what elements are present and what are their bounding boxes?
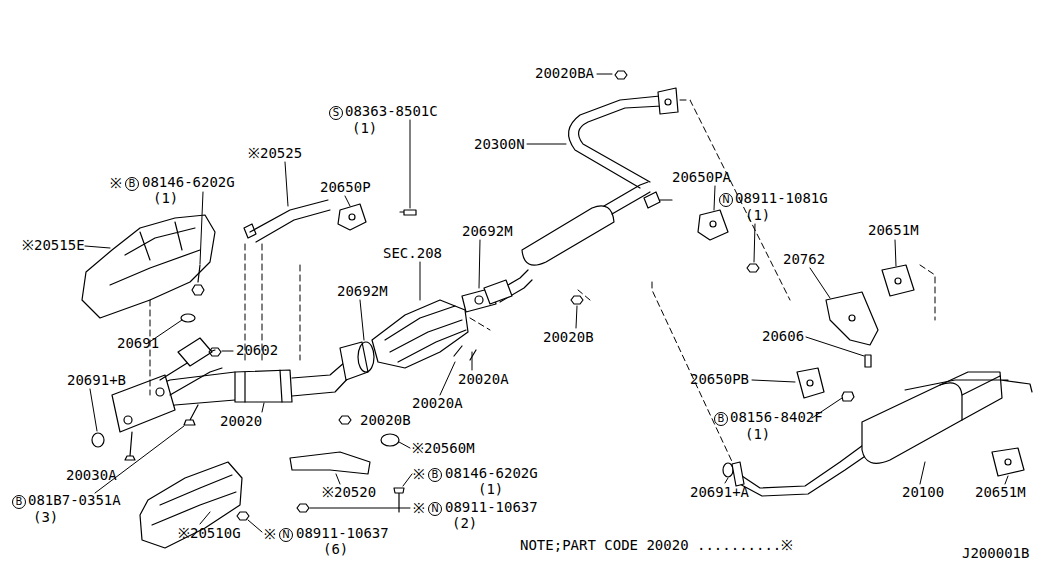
callout-number: 20762 [783, 252, 825, 266]
callout-number: (6) [323, 542, 348, 556]
note-text: NOTE;PART CODE 20020 ..........※ [520, 538, 793, 552]
callout-number: ※ [110, 176, 122, 190]
callout-number: ※ [264, 527, 276, 541]
callout-number: (3) [33, 510, 58, 524]
callout-number: 20691+B [67, 373, 126, 387]
drawing-number: J200001B [962, 546, 1029, 560]
callout-number: 20606 [762, 329, 804, 343]
circled-letter: B [714, 412, 728, 426]
callout-number: 20300N [474, 137, 525, 151]
callout-number: ※20560M [412, 441, 475, 455]
callout-number: SEC.208 [383, 246, 442, 260]
callout-number: (1) [745, 208, 770, 222]
callout-number: 20020B [360, 413, 411, 427]
callout-number: (1) [153, 191, 178, 205]
callout-number: 20650PB [690, 372, 749, 386]
callout-number: 20020A [458, 372, 509, 386]
circled-letter: B [12, 495, 26, 509]
callout-number: 08146-6202G [445, 466, 538, 480]
callout-number: 08911-1081G [735, 191, 828, 205]
callout-number: 20020B [543, 330, 594, 344]
callout-number: ※ [413, 501, 425, 515]
callout-number: 20020BA [535, 66, 594, 80]
callout-number: 20100 [902, 485, 944, 499]
circled-letter: N [428, 502, 442, 516]
callout-number: 08146-6202G [142, 175, 235, 189]
circled-letter: B [428, 468, 442, 482]
circled-letter: N [719, 193, 733, 207]
callout-number: (1) [478, 482, 503, 496]
callout-number: 081B7-0351A [28, 493, 121, 507]
callout-number: ※20525 [248, 146, 302, 160]
callout-number: 20692M [462, 224, 513, 238]
circled-letter: S [329, 106, 343, 120]
callout-number: (1) [745, 427, 770, 441]
callout-number: 20651M [868, 223, 919, 237]
circled-letter: B [125, 177, 139, 191]
callout-number: ※20515E [22, 238, 85, 252]
callout-number: 08911-10637 [445, 500, 538, 514]
callout-number: 20020A [412, 396, 463, 410]
callout-number: ※20510G [178, 526, 241, 540]
callout-number: 20602 [236, 343, 278, 357]
callout-number: ※20520 [322, 485, 376, 499]
callout-number: 08363-8501C [345, 104, 438, 118]
callout-number: 20650P [320, 180, 371, 194]
callout-number: 08911-10637 [296, 526, 389, 540]
callout-number: 20691+A [690, 485, 749, 499]
callout-number: (1) [352, 121, 377, 135]
circled-letter: N [279, 528, 293, 542]
callout-number: ※ [413, 467, 425, 481]
callout-number: 20030A [66, 468, 117, 482]
callout-number: (2) [452, 516, 477, 530]
callout-number: 20691 [117, 336, 159, 350]
callout-number: 20651M [975, 485, 1026, 499]
callout-number: 20692M [337, 284, 388, 298]
callout-number: 20020 [220, 414, 262, 428]
callout-number: 20650PA [672, 170, 731, 184]
callout-number: 08156-8402F [730, 410, 823, 424]
